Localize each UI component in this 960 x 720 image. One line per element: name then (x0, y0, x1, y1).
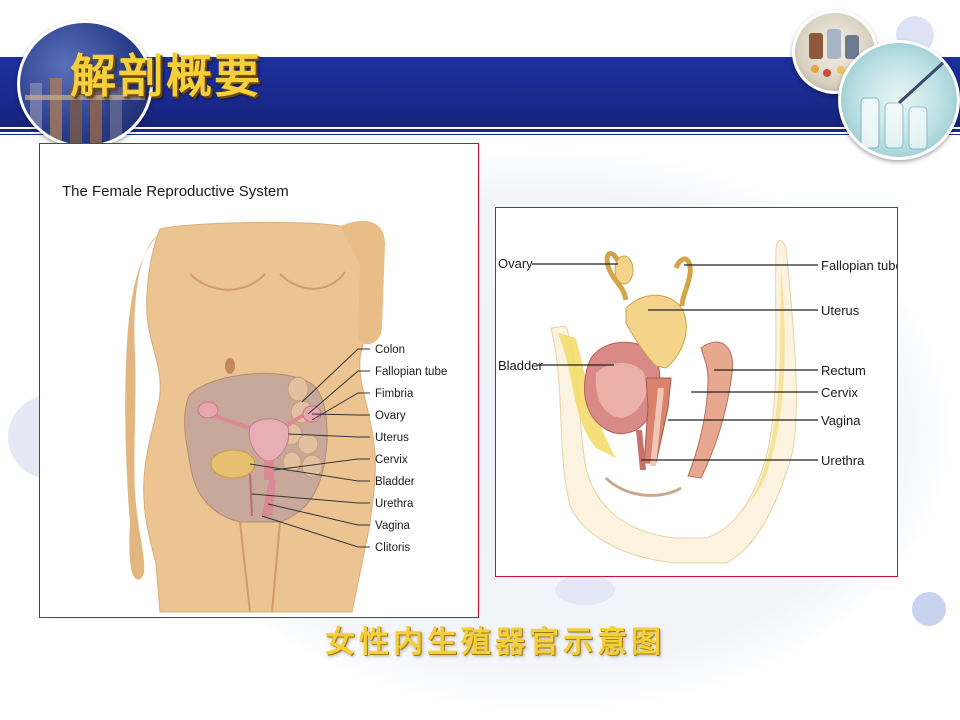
vagina-organ (650, 388, 664, 466)
sagittal-anatomy-figure: Ovary Bladder Fallopian tube Uterus Rect… (498, 240, 897, 564)
label-bladder-sagittal: Bladder (498, 358, 543, 373)
uterus-organ (625, 294, 687, 369)
sagittal-leader-lines (532, 263, 818, 461)
header-rule-thin (0, 134, 960, 135)
header-rule (0, 129, 960, 132)
frontal-leader-lines (249, 348, 370, 548)
label-urethra: Urethra (375, 498, 414, 510)
vulva-region (604, 476, 682, 497)
urethra-line (249, 473, 253, 517)
label-fallopian-tube-sagittal: Fallopian tube (821, 258, 897, 273)
frontal-anatomy-figure: The Female Reproductive System (62, 183, 447, 613)
lab-tubes-photo (17, 20, 153, 148)
uterus-shape (248, 418, 290, 463)
pipette-icon (860, 59, 947, 150)
rectum-organ (687, 341, 734, 479)
label-vagina: Vagina (375, 520, 411, 532)
label-uterus: Uterus (375, 432, 409, 444)
bladder-inner (595, 362, 647, 418)
ovary-organ (614, 255, 634, 285)
frontal-anatomy-panel: The Female Reproductive System (39, 143, 479, 618)
bg-circle-bottom-mid (555, 575, 615, 605)
vagina-canal (262, 480, 276, 516)
arm-left (125, 234, 160, 580)
figure-caption: 女性内生殖器官示意图 (325, 625, 665, 660)
label-urethra-sagittal: Urethra (821, 453, 865, 468)
fallopian-tube-organ (604, 251, 693, 307)
bladder-shape (210, 449, 256, 479)
body-outline (550, 240, 797, 564)
label-colon: Colon (375, 344, 405, 356)
label-fallopian-tube: Fallopian tube (375, 366, 447, 378)
figure-title: The Female Reproductive System (62, 183, 289, 200)
test-tubes-icon (25, 78, 145, 145)
label-fimbria: Fimbria (375, 388, 414, 400)
ovary-left (197, 401, 219, 419)
label-ovary: Ovary (375, 410, 406, 422)
label-cervix: Cervix (375, 454, 408, 466)
label-rectum-sagittal: Rectum (821, 363, 866, 378)
label-vagina-sagittal: Vagina (821, 413, 861, 428)
bg-circle-bottom-right (912, 592, 946, 626)
pill-bottles-icon (809, 29, 859, 78)
label-bladder: Bladder (375, 476, 415, 488)
navel (225, 358, 235, 374)
arm-right (340, 220, 385, 345)
slide-title: 解剖概要 (70, 49, 262, 103)
label-cervix-sagittal: Cervix (821, 385, 858, 400)
label-ovary-sagittal: Ovary (498, 256, 533, 271)
chest-shading (189, 271, 346, 291)
thighs (239, 521, 281, 613)
cervix-shape (264, 460, 274, 480)
label-clitoris: Clitoris (375, 542, 410, 554)
sagittal-anatomy-panel: Ovary Bladder Fallopian tube Uterus Rect… (495, 207, 898, 577)
label-uterus-sagittal: Uterus (821, 303, 860, 318)
lab-glass-photo (838, 40, 960, 160)
